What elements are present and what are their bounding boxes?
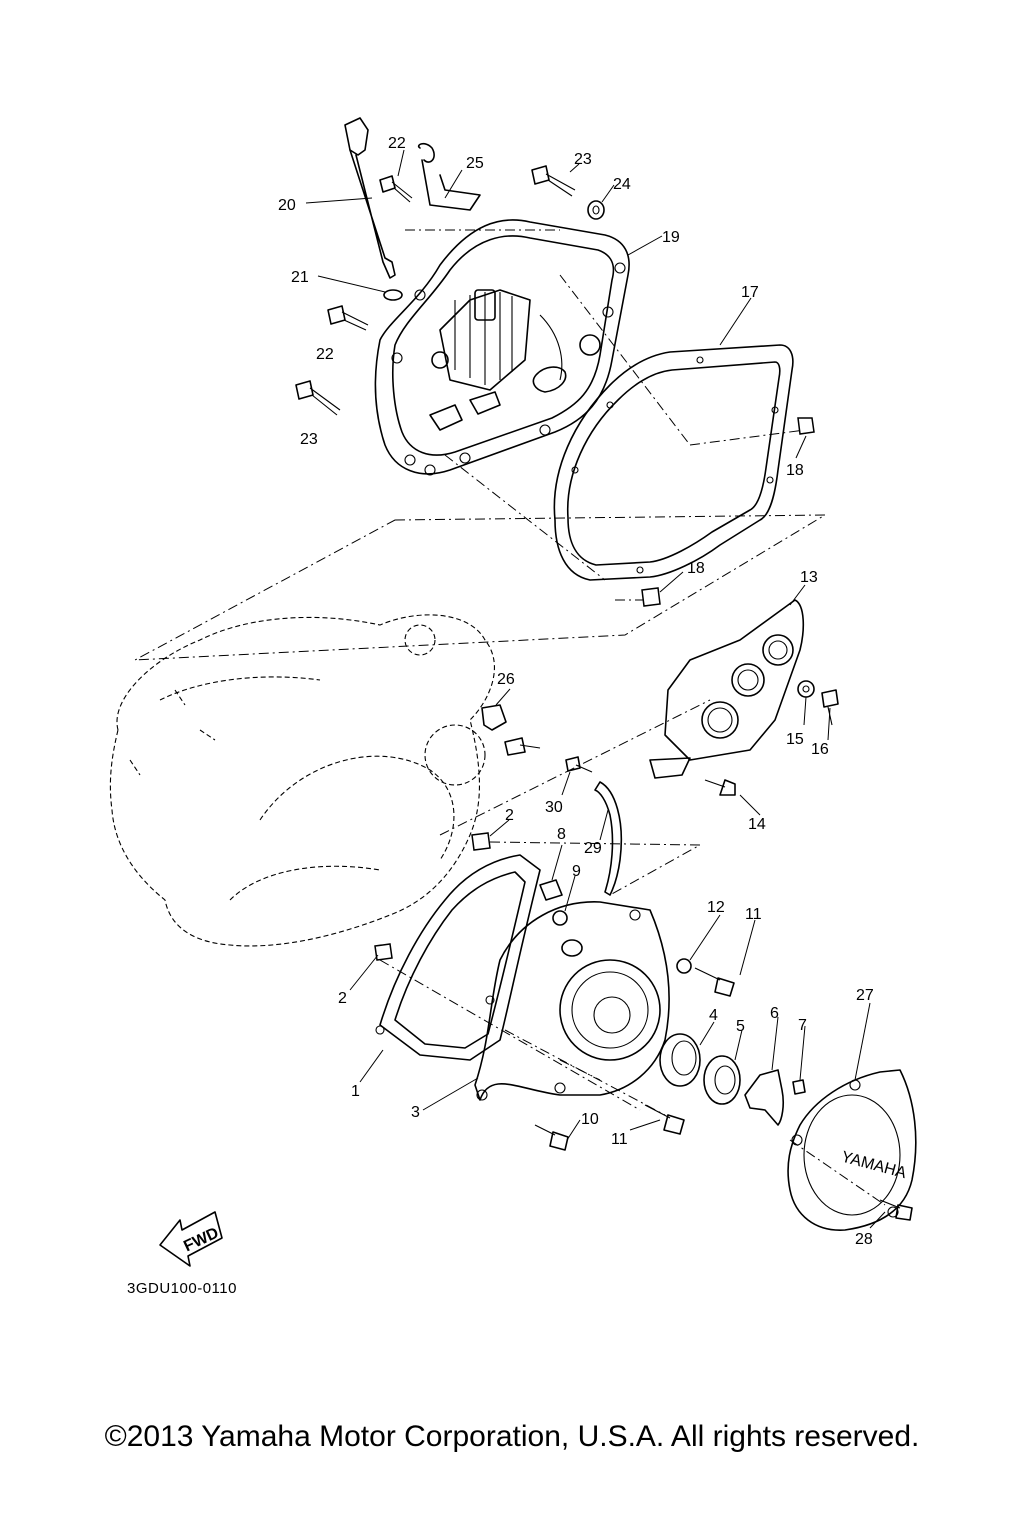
guide-29	[594, 781, 623, 896]
clutch-cover-upper	[374, 219, 630, 476]
fwd-arrow-icon: FWD	[159, 1211, 223, 1267]
callout-6: 6	[770, 1005, 779, 1022]
callout-14: 14	[748, 816, 766, 833]
clamp-26	[481, 704, 541, 756]
callout-29: 29	[584, 840, 602, 857]
callout-23: 23	[300, 431, 318, 448]
washer-15	[797, 680, 815, 698]
callout-15: 15	[786, 731, 804, 748]
washer-24	[587, 200, 605, 220]
copyright-notice: ©2013 Yamaha Motor Corporation, U.S.A. A…	[104, 1420, 920, 1453]
callout-18: 18	[786, 462, 804, 479]
screw-7	[792, 1079, 806, 1095]
bearing-4	[659, 1033, 701, 1087]
bolt-23-top	[531, 165, 576, 197]
dipstick-20	[344, 117, 396, 279]
callout-18: 18	[687, 560, 705, 577]
callout-24: 24	[613, 176, 631, 193]
callout-22: 22	[388, 135, 406, 152]
callout-11: 11	[611, 1131, 628, 1148]
gasket-17	[553, 344, 794, 581]
callout-3: 3	[411, 1104, 420, 1121]
dowel-pin-18-lower	[641, 587, 661, 607]
gasket-1	[375, 854, 541, 1061]
callout-30: 30	[545, 799, 563, 816]
dowel-pin-2-lower	[374, 943, 393, 961]
crankcase-ghost	[109, 614, 495, 947]
callout-23: 23	[574, 151, 592, 168]
callout-5: 5	[736, 1018, 745, 1035]
callout-4: 4	[709, 1007, 718, 1024]
callout-10: 10	[581, 1111, 599, 1128]
cover-brand-text: YAMAHA	[839, 1149, 908, 1183]
callout-26: 26	[497, 671, 515, 688]
plate-6	[744, 1069, 785, 1126]
washer-12	[676, 958, 692, 974]
callout-20: 20	[278, 197, 296, 214]
bolt-22-left	[327, 305, 369, 331]
bracket-25	[417, 142, 481, 211]
callout-9: 9	[572, 863, 581, 880]
callout-27: 27	[856, 987, 874, 1004]
cover-13	[649, 599, 805, 779]
callout-19: 19	[662, 229, 680, 246]
callout-labels: 1 2 2 3 4 5 6 7 8 9 10 11 11 12 13 14 15…	[278, 135, 874, 1248]
callout-28: 28	[855, 1231, 873, 1248]
callout-17: 17	[741, 284, 759, 301]
callout-16: 16	[811, 741, 829, 758]
bolt-30	[565, 756, 593, 773]
bolt-22-top	[379, 175, 413, 203]
dowel-pin-18-upper	[797, 417, 815, 435]
callout-2: 2	[505, 807, 514, 824]
bolt-23-left	[295, 380, 341, 416]
bolt-11-lower	[644, 1104, 685, 1135]
callout-7: 7	[798, 1017, 807, 1034]
bolt-14	[704, 779, 736, 796]
callout-8: 8	[557, 826, 566, 843]
callout-22: 22	[316, 346, 334, 363]
callout-25: 25	[466, 155, 484, 172]
callout-21: 21	[291, 269, 309, 286]
fwd-label: FWD	[181, 1225, 221, 1256]
oil-filler-plug-8	[539, 879, 563, 901]
callout-13: 13	[800, 569, 818, 586]
oil-seal-5	[703, 1055, 741, 1105]
dowel-pin-2-upper	[471, 832, 491, 851]
callout-12: 12	[707, 899, 725, 916]
bolt-28	[879, 1199, 913, 1221]
alignment-lines	[134, 229, 886, 1206]
crankcase-cover-3	[474, 901, 670, 1101]
bolt-10	[534, 1124, 569, 1151]
callout-11: 11	[745, 906, 762, 923]
o-ring-21	[383, 289, 403, 301]
bolt-16	[821, 689, 839, 726]
callout-2: 2	[338, 990, 347, 1007]
o-ring-9	[552, 910, 568, 926]
bolt-11-upper	[694, 967, 735, 997]
drawing-code: 3GDU100-0110	[127, 1280, 237, 1297]
callout-1: 1	[351, 1083, 360, 1100]
leader-lines	[305, 149, 886, 1229]
